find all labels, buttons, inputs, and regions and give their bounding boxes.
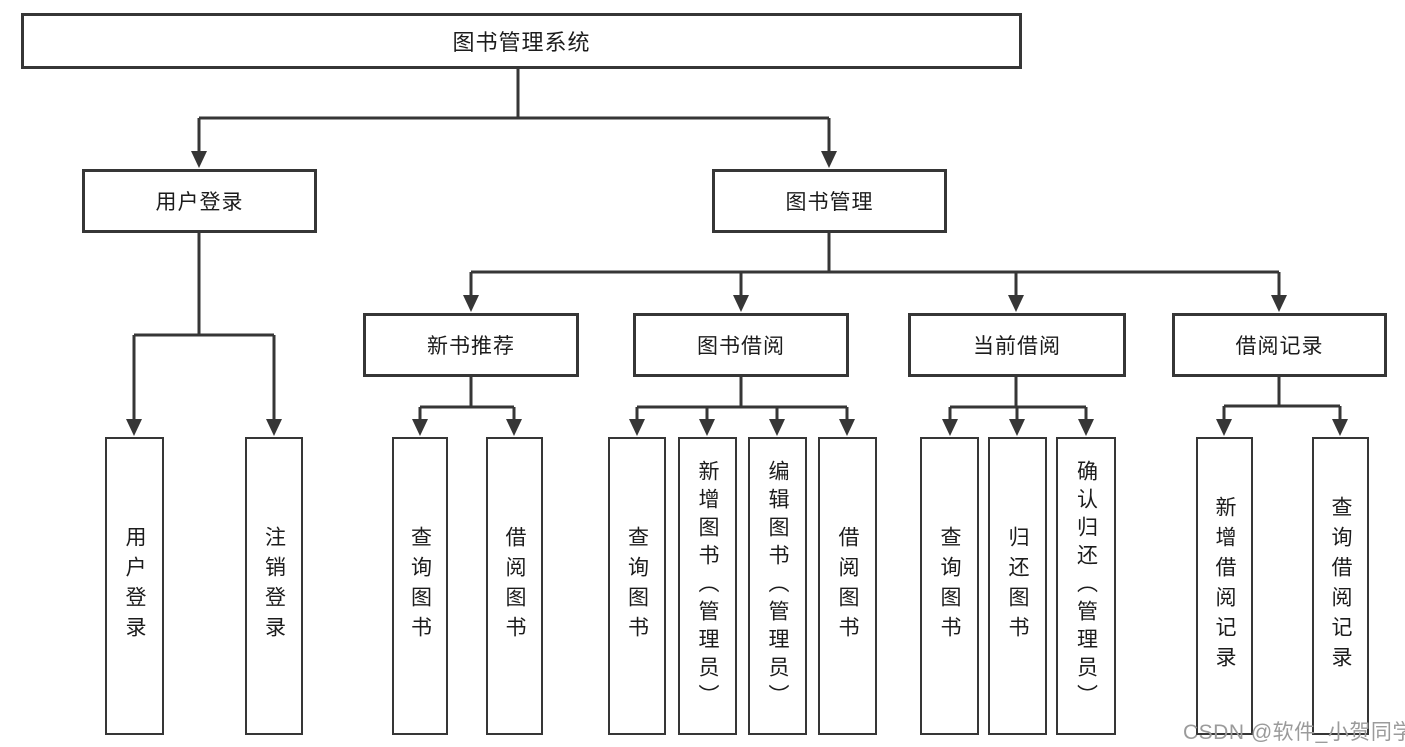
node-label: 确认归还（管理员） — [1074, 460, 1098, 712]
leaf-query-books-recommend: 查询图书 — [392, 437, 448, 735]
leaf-logout: 注销登录 — [245, 437, 303, 735]
node-label: 编辑图书（管理员） — [766, 460, 789, 712]
node-current-borrowing: 当前借阅 — [908, 313, 1126, 377]
node-label: 查询图书 — [625, 526, 649, 646]
leaf-query-books-current: 查询图书 — [920, 437, 979, 735]
leaf-confirm-return-admin: 确认归还（管理员） — [1056, 437, 1116, 735]
node-label: 借阅图书 — [836, 526, 859, 646]
node-label: 借阅记录 — [1235, 335, 1324, 358]
node-label: 查询借阅记录 — [1329, 496, 1352, 676]
node-label: 当前借阅 — [973, 335, 1061, 358]
node-label: 用户登录 — [123, 526, 146, 646]
node-label: 新增借阅记录 — [1213, 496, 1236, 676]
node-label: 新增图书（管理员） — [696, 460, 719, 712]
node-book-borrowing: 图书借阅 — [633, 313, 849, 377]
node-label: 图书管理系统 — [452, 30, 591, 55]
leaf-return-books: 归还图书 — [988, 437, 1047, 735]
node-label: 图书借阅 — [697, 335, 785, 358]
node-label: 查询图书 — [938, 526, 961, 646]
leaf-borrow-books-recommend: 借阅图书 — [486, 437, 543, 735]
node-user-login: 用户登录 — [82, 169, 317, 233]
node-library-management-system: 图书管理系统 — [21, 13, 1022, 69]
leaf-edit-books-admin: 编辑图书（管理员） — [748, 437, 807, 735]
leaf-query-borrow-record: 查询借阅记录 — [1312, 437, 1369, 735]
leaf-user-login: 用户登录 — [105, 437, 164, 735]
node-new-book-recommendation: 新书推荐 — [363, 313, 579, 377]
leaf-query-books-borrow: 查询图书 — [608, 437, 666, 735]
node-label: 归还图书 — [1006, 526, 1029, 646]
node-label: 图书管理 — [785, 191, 874, 214]
node-label: 新书推荐 — [427, 335, 515, 358]
node-borrowing-records: 借阅记录 — [1172, 313, 1387, 377]
leaf-add-borrow-record: 新增借阅记录 — [1196, 437, 1253, 735]
node-book-management: 图书管理 — [712, 169, 947, 233]
leaf-add-books-admin: 新增图书（管理员） — [678, 437, 737, 735]
node-label: 用户登录 — [155, 191, 244, 214]
node-label: 借阅图书 — [503, 526, 526, 646]
node-label: 注销登录 — [262, 526, 286, 646]
csdn-watermark: CSDN @软件_小贺同学 — [1183, 721, 1405, 744]
leaf-borrow-books: 借阅图书 — [818, 437, 877, 735]
node-label: 查询图书 — [408, 526, 432, 646]
